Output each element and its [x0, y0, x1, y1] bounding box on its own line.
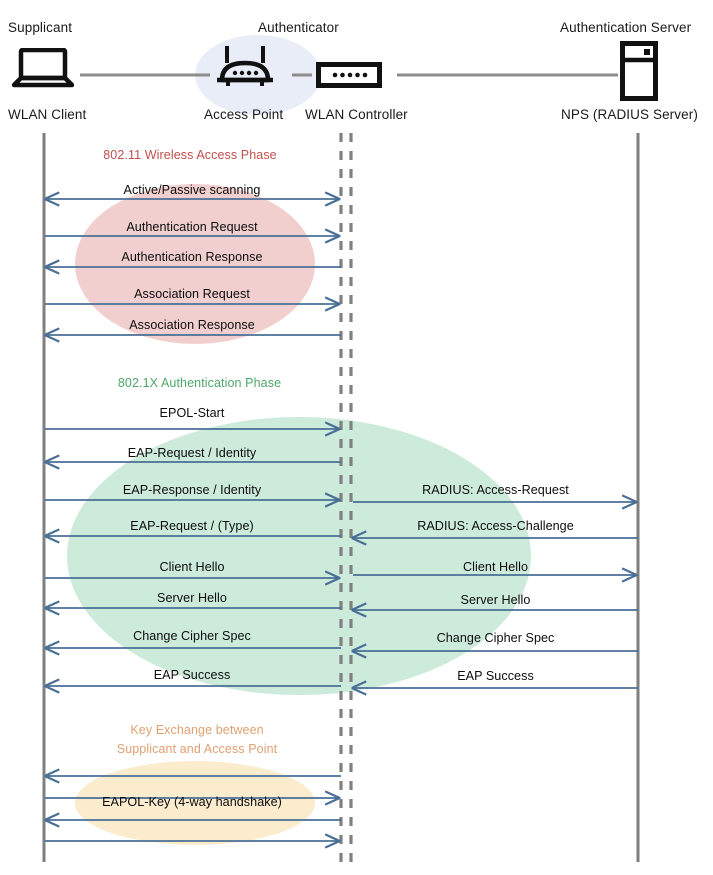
- actor-role-supplicant: Supplicant: [8, 20, 73, 35]
- msg-label-client-hello-left: Client Hello: [159, 560, 225, 574]
- msg-label-epol-start: EPOL-Start: [159, 406, 225, 420]
- msg-label-server-hello-left: Server Hello: [157, 591, 227, 605]
- wireless-router-icon: [217, 46, 273, 86]
- key-exchange-phase-ellipse: [75, 761, 315, 845]
- actor-role-authenticator: Authenticator: [258, 20, 339, 35]
- phase-title-key-exchange-line1: Key Exchange between: [130, 723, 264, 737]
- phase-title-key-exchange-line2: Supplicant and Access Point: [116, 742, 278, 756]
- phase-title-key-exchange: Key Exchange between Supplicant and Acce…: [92, 721, 302, 759]
- msg-label-radius-access-request: RADIUS: Access-Request: [422, 483, 569, 497]
- msg-label-eap-request-identity: EAP-Request / Identity: [127, 446, 257, 460]
- msg-label-authentication-request: Authentication Request: [126, 220, 258, 234]
- msg-label-eapol-key-4way-handshake: EAPOL-Key (4-way handshake): [102, 795, 282, 809]
- actor-device-wlan-client: WLAN Client: [8, 107, 87, 122]
- actor-device-access-point: Access Point: [204, 107, 284, 122]
- msg-label-client-hello-right: Client Hello: [463, 560, 528, 574]
- msg-label-radius-access-challenge: RADIUS: Access-Challenge: [417, 519, 574, 533]
- msg-label-eap-request-type: EAP-Request / (Type): [130, 519, 254, 533]
- msg-label-eap-success-right: EAP Success: [457, 669, 534, 683]
- msg-label-change-cipher-spec-left: Change Cipher Spec: [133, 629, 251, 643]
- msg-label-change-cipher-spec-right: Change Cipher Spec: [436, 631, 555, 645]
- actor-device-nps-radius-server: NPS (RADIUS Server): [561, 107, 698, 122]
- server-rack-icon: [620, 41, 658, 101]
- msg-label-eap-response-identity: EAP-Response / Identity: [122, 483, 262, 497]
- msg-label-active-passive-scanning: Active/Passive scanning: [123, 183, 261, 197]
- msg-label-association-response: Association Response: [129, 318, 255, 332]
- network-switch-icon: [316, 62, 382, 88]
- msg-label-authentication-response: Authentication Response: [121, 250, 263, 264]
- dot1x-phase-ellipse: [67, 417, 531, 695]
- msg-label-association-request: Association Request: [134, 287, 250, 301]
- actor-device-wlan-controller: WLAN Controller: [305, 107, 408, 122]
- actor-role-authentication-server: Authentication Server: [560, 20, 692, 35]
- msg-label-server-hello-right: Server Hello: [460, 593, 531, 607]
- msg-label-eap-success-left: EAP Success: [153, 668, 231, 682]
- laptop-icon: [12, 48, 74, 88]
- phase-title-wireless-access: 802.11 Wireless Access Phase: [103, 148, 277, 162]
- phase-title-dot1x-authentication: 802.1X Authentication Phase: [117, 376, 282, 390]
